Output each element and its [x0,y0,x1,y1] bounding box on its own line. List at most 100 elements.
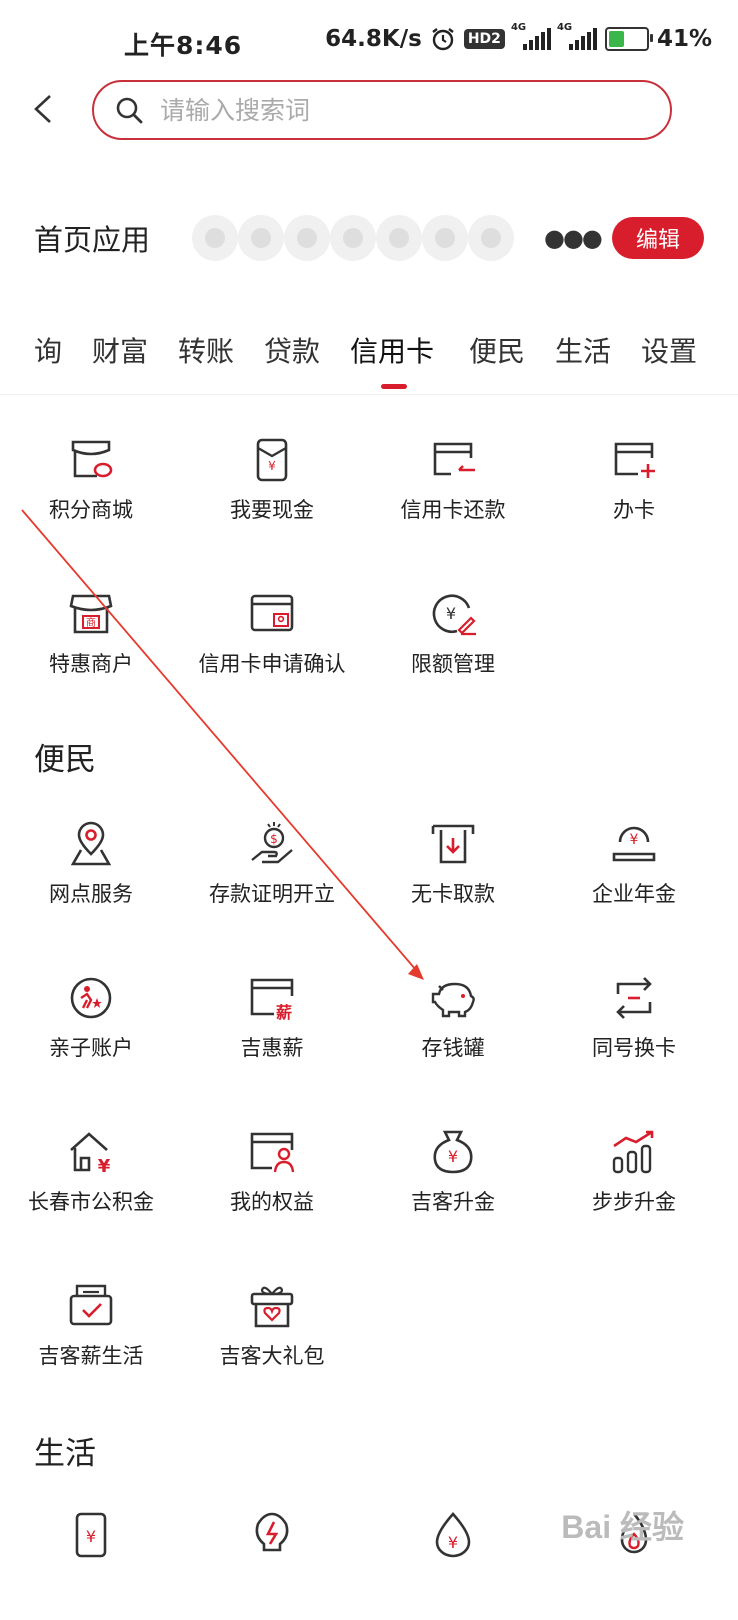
alarm-icon [432,28,454,51]
network-speed: 64.8K/s [325,26,422,52]
grid-item-apply-card[interactable]: 办卡 [543,436,725,546]
grid-item-family-account[interactable]: 亲子账户 [0,974,182,1084]
grid-item-step-gold[interactable]: 步步升金 [543,1128,725,1238]
tab-loan[interactable]: 贷款 [264,335,321,368]
grid-item-jike-gold[interactable]: ¥ 吉客升金 [362,1128,544,1238]
section-title-life: 生活 [34,1436,96,1472]
battery-icon [604,27,653,51]
svg-text:¥: ¥ [446,604,456,623]
more-dots-icon[interactable]: ●●● [544,224,603,252]
network-type-1: 4G [510,22,527,33]
edit-button[interactable]: 编辑 [611,217,704,259]
salary-card-icon: 薪 [250,978,294,1022]
grid-item-label: 存钱罐 [421,1036,485,1060]
cash-envelope-icon: ¥ [256,438,288,482]
section-title-convenience: 便民 [34,742,96,778]
grid-item-label: 吉惠薪 [240,1036,304,1060]
grid-item-water[interactable]: ¥ [362,1510,544,1620]
grid-item-label: 吉客升金 [411,1190,495,1214]
merchant-store-icon: 商 [69,594,113,634]
empty-slot-icon [330,215,377,261]
card-add-icon [614,442,655,478]
grid-item-merchant[interactable]: 商 特惠商户 [0,590,182,700]
status-icons: 64.8K/s HD2 4G 4G 41% [325,22,712,52]
grid-item-my-benefits[interactable]: 我的权益 [181,1128,363,1238]
grid-item-points-mall[interactable]: 积分商城 [0,436,182,546]
grid-item-label: 特惠商户 [49,652,133,676]
svg-text:¥: ¥ [86,1527,96,1546]
svg-text:¥: ¥ [268,459,276,473]
water-drop-icon: ¥ [435,1512,471,1558]
phone-payment-icon: ¥ [75,1512,107,1558]
grid-item-cardless-withdraw[interactable]: 无卡取款 [362,820,544,930]
empty-slot-icon [422,215,469,261]
grid-item-housing-fund[interactable]: ¥ 长春市公积金 [0,1128,182,1238]
grid-item-gas[interactable] [543,1510,725,1620]
grid-item-label: 亲子账户 [49,1036,133,1060]
card-repay-icon [433,442,475,476]
electricity-bulb-icon [255,1512,289,1552]
grid-item-deposit-proof[interactable]: $ 存款证明开立 [181,820,363,930]
home-apps-row: 首页应用 ●●● 编辑 [34,212,704,264]
grid-item-pension[interactable]: ¥ 企业年金 [543,820,725,930]
signal-icon-2: 4G [557,22,597,50]
deposit-proof-icon: $ [251,822,293,864]
grid-item-phone-pay[interactable]: ¥ [0,1510,182,1620]
grid-item-card-confirm[interactable]: 信用卡申请确认 [181,590,363,700]
battery-percent: 41% [656,26,712,52]
svg-text:$: $ [270,832,278,846]
grid-item-salary-life[interactable]: 吉客薪生活 [0,1282,182,1392]
points-mall-icon [71,440,113,478]
my-benefits-icon [250,1132,295,1173]
tab-wealth[interactable]: 财富 [92,335,149,368]
grid-item-label: 网点服务 [49,882,133,906]
tab-convenience[interactable]: 便民 [469,335,526,368]
search-input[interactable] [158,94,622,126]
grid-item-label: 积分商城 [49,498,133,522]
svg-text:¥: ¥ [448,1147,458,1166]
tab-life[interactable]: 生活 [555,335,612,368]
grid-item-limit[interactable]: ¥ 限额管理 [362,590,544,700]
card-swap-icon [616,977,652,1019]
tab-settings[interactable]: 设置 [641,335,698,368]
card-confirm-icon [250,594,294,632]
svg-text:薪: 薪 [276,1003,292,1022]
svg-text:¥: ¥ [448,1533,458,1552]
grid-item-card-repay[interactable]: 信用卡还款 [362,436,544,546]
grid-item-outlet[interactable]: 网点服务 [0,820,182,930]
grid-item-label: 办卡 [613,498,655,522]
svg-text:¥: ¥ [98,1156,111,1176]
tab-query[interactable]: 询 [34,335,63,368]
growth-chart-icon [612,1130,654,1174]
grid-item-label: 吉客薪生活 [38,1344,144,1368]
grid-item-piggy-bank[interactable]: 存钱罐 [362,974,544,1084]
grid-item-card-swap[interactable]: 同号换卡 [543,974,725,1084]
grid-item-label: 步步升金 [592,1190,676,1214]
status-bar: 上午8:46 64.8K/s HD2 4G 4G 41% [0,0,738,84]
tab-transfer[interactable]: 转账 [178,335,235,368]
atm-withdraw-icon [431,824,475,864]
family-account-icon [70,977,112,1019]
grid-item-gift-pack[interactable]: 吉客大礼包 [181,1282,363,1392]
search-bar[interactable] [92,80,672,140]
svg-text:商: 商 [86,616,96,629]
divider [0,394,738,395]
svg-text:¥: ¥ [630,832,639,848]
back-arrow-icon[interactable] [30,94,60,124]
grid-item-cash[interactable]: ¥ 我要现金 [181,436,363,546]
grid-item-label: 限额管理 [411,652,495,676]
grid-item-electricity[interactable] [181,1510,363,1620]
active-tab-indicator [381,384,407,389]
money-bag-icon: ¥ [433,1130,473,1174]
empty-slot-icon [284,215,331,261]
home-app-slots [192,215,515,261]
location-pin-icon [70,821,112,866]
grid-item-label: 吉客大礼包 [219,1344,325,1368]
grid-item-label: 同号换卡 [592,1036,676,1060]
grid-item-label: 存款证明开立 [209,882,335,906]
tab-credit-card[interactable]: 信用卡 [350,335,435,368]
grid-item-label: 信用卡还款 [400,498,506,522]
grid-item-salary[interactable]: 薪 吉惠薪 [181,974,363,1084]
salary-life-icon [69,1284,113,1326]
network-type-2: 4G [556,22,573,33]
